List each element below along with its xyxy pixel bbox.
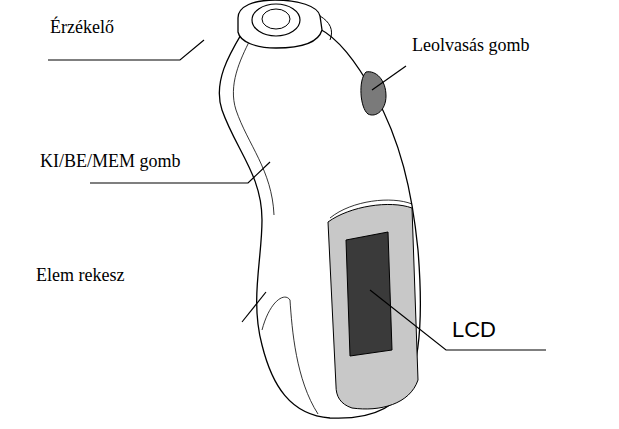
read-button <box>361 72 386 115</box>
leader-line <box>372 66 406 90</box>
part-label: Elem rekesz <box>36 266 124 286</box>
sensor-head <box>238 0 322 48</box>
part-label: KI/BE/MEM gomb <box>40 152 181 172</box>
part-label: Leolvasás gomb <box>412 36 529 56</box>
sensor-lens <box>262 9 290 29</box>
lcd-screen <box>346 232 392 356</box>
display-panel <box>328 204 418 409</box>
battery-cover <box>262 297 318 414</box>
panel-edge <box>330 200 412 218</box>
sensor-ring <box>252 4 300 36</box>
body-contour <box>233 40 274 215</box>
leader-line <box>370 290 546 350</box>
device-body <box>219 28 420 418</box>
leader-line <box>242 292 266 322</box>
part-label: Érzékelő <box>50 18 114 38</box>
head-neck <box>320 16 332 40</box>
leader-line <box>48 40 204 60</box>
part-label: LCD <box>452 318 496 342</box>
